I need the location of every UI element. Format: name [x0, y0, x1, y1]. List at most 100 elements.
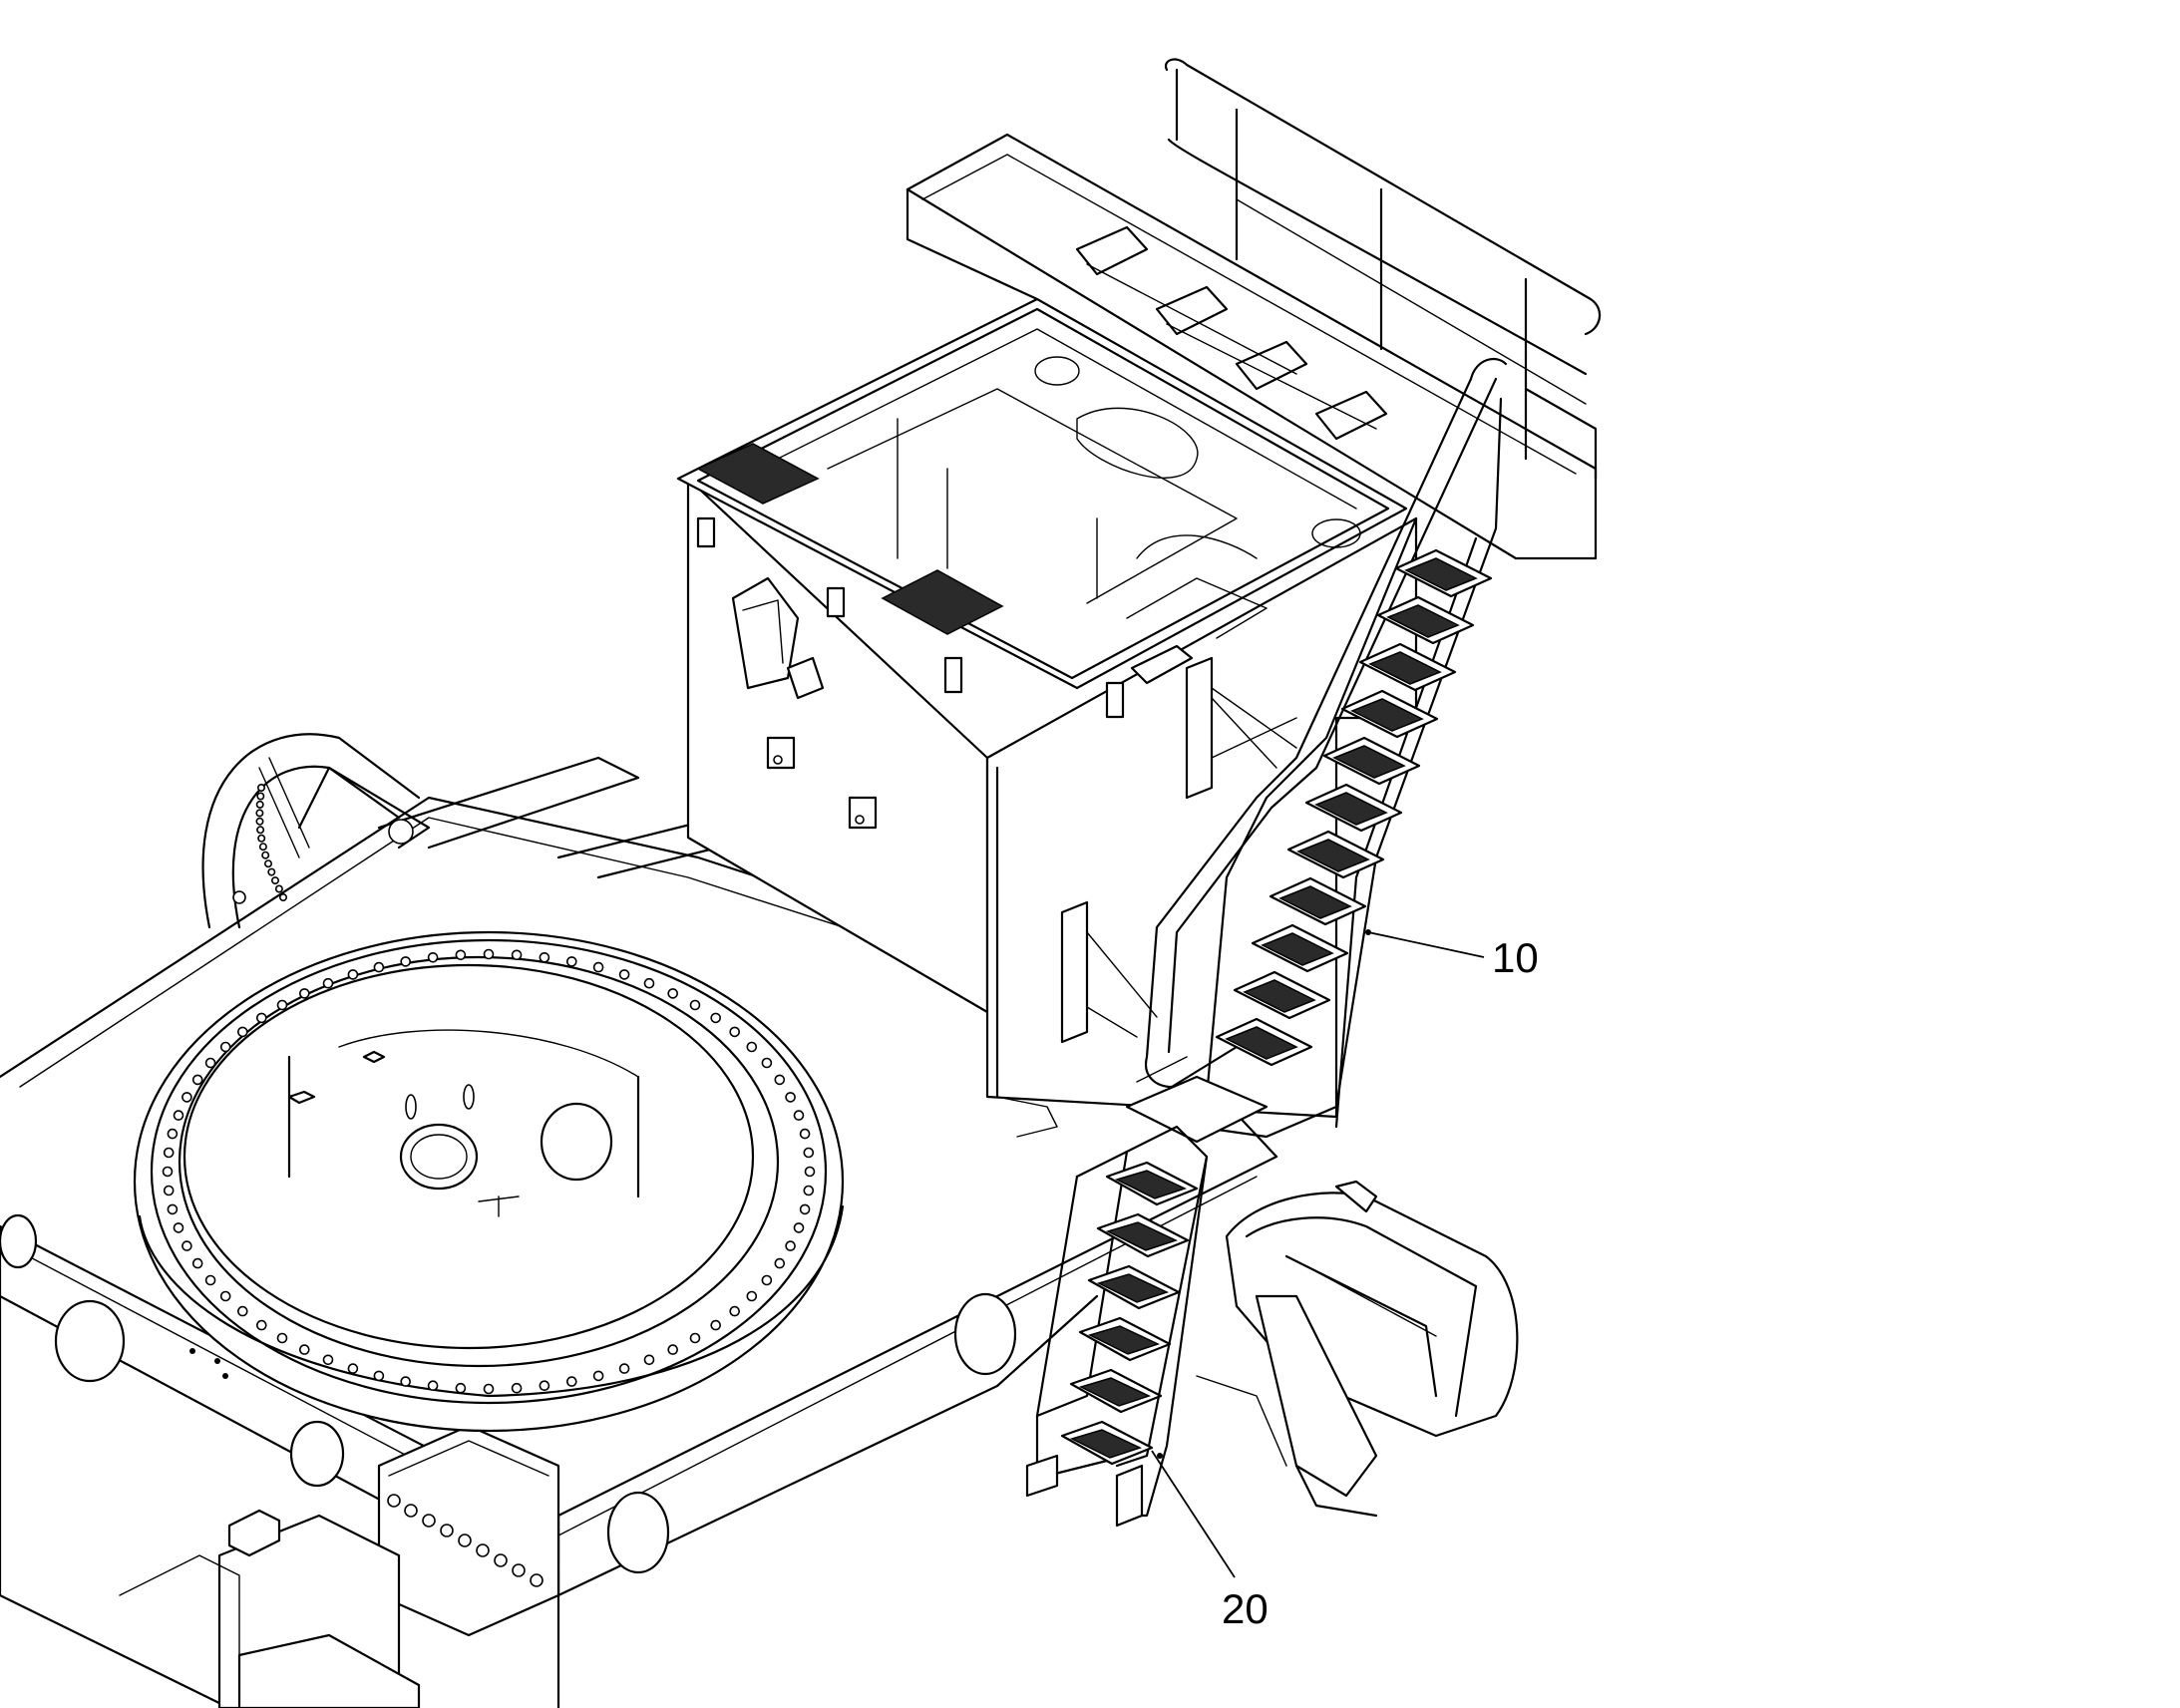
- ring-bolt-hole: [618, 969, 630, 980]
- callout-label-10: 10: [1492, 934, 1539, 981]
- ring-bolt-hole: [483, 1383, 495, 1395]
- leader-line-20: [1151, 1450, 1236, 1578]
- ring-bolt-hole: [322, 1354, 334, 1366]
- stair-tread: [1215, 1017, 1313, 1067]
- ring-bolt-hole: [667, 988, 679, 999]
- ring-bolt-hole: [255, 1012, 267, 1024]
- arch-bolts: [255, 783, 287, 901]
- arch-bolt: [278, 892, 287, 901]
- ring-bolt-hole: [761, 1274, 773, 1286]
- ring-bolt-hole: [618, 1363, 630, 1374]
- stair-tread: [1078, 1316, 1172, 1362]
- ring-bolt-hole: [373, 961, 385, 973]
- stair-tread: [1376, 595, 1475, 645]
- arch-bolt: [256, 826, 265, 835]
- ring-bolt-hole: [163, 1185, 175, 1196]
- ring-bolt-hole: [373, 1370, 385, 1382]
- ring-bolt-hole: [182, 1240, 192, 1251]
- stair-tread: [1394, 548, 1493, 598]
- stair-tread: [1060, 1420, 1154, 1466]
- arch-bolt: [258, 843, 267, 852]
- arch-bolt: [255, 809, 264, 818]
- ring-bolt-hole: [799, 1128, 811, 1140]
- coupling-block: [119, 1424, 560, 1708]
- ring-bolt-hole: [219, 1041, 231, 1053]
- ring-bolt-hole: [219, 1290, 231, 1302]
- ring-bolt-hole: [511, 949, 523, 961]
- ring-bolt-hole: [204, 1057, 216, 1069]
- arch-bolt: [267, 867, 276, 876]
- ring-bolt-hole: [347, 969, 359, 980]
- ring-bolt-hole: [163, 1147, 175, 1159]
- stair-lower: [1025, 1125, 1209, 1528]
- ring-bolt-hole: [774, 1074, 786, 1086]
- stair-tread: [1233, 970, 1331, 1020]
- stair-tread: [1251, 923, 1349, 973]
- ring-bolt-hole: [539, 951, 550, 963]
- ring-bolt-hole: [182, 1092, 192, 1103]
- arch-bolt: [256, 792, 265, 801]
- stair-tread: [1269, 876, 1367, 926]
- ring-bolt-hole: [255, 1319, 267, 1331]
- ring-bolt-hole: [400, 1376, 412, 1387]
- ring-bolt-hole: [173, 1222, 184, 1233]
- ring-bolt-hole: [237, 1305, 248, 1317]
- ring-bolt-hole: [276, 999, 288, 1011]
- stair-upper-treads: [1215, 548, 1493, 1067]
- ring-bolt-hole: [793, 1222, 805, 1233]
- rear-arch: [201, 733, 760, 929]
- ring-bolt-hole: [237, 1026, 248, 1038]
- arch-bolt: [263, 859, 272, 868]
- ring-bolt-hole: [539, 1380, 550, 1391]
- ring-bolt-hole: [427, 951, 439, 963]
- ring-bolt-hole: [729, 1305, 741, 1317]
- ring-bolt-hole: [298, 988, 310, 999]
- ring-bolt-hole: [785, 1240, 796, 1251]
- ring-bolt-hole: [785, 1092, 796, 1103]
- ring-bolt-hole: [483, 948, 495, 960]
- ring-bolt-hole: [191, 1074, 203, 1086]
- ring-bolt-hole: [592, 961, 604, 973]
- ring-bolt-hole: [746, 1041, 758, 1053]
- ring-bolt-hole: [643, 977, 655, 989]
- front-beam: [1196, 1180, 1519, 1518]
- stair-tread: [1340, 689, 1439, 739]
- ring-bolt-hole: [511, 1382, 523, 1394]
- arch-bolt: [255, 800, 264, 809]
- stair-tread: [1087, 1264, 1181, 1310]
- ring-bolt-hole: [427, 1380, 439, 1391]
- ring-bolt-hole: [793, 1110, 805, 1121]
- ring-bolt-hole: [804, 1166, 816, 1178]
- ring-bolt-hole: [667, 1344, 679, 1355]
- ring-bolt-hole: [191, 1257, 203, 1269]
- ring-bolt-hole: [400, 956, 412, 967]
- ring-bolt-hole: [710, 1319, 722, 1331]
- ring-bolt-hole: [710, 1012, 722, 1024]
- ring-bolt-hole: [761, 1057, 773, 1069]
- ring-bolt-hole: [455, 1382, 467, 1394]
- ring-bolt-hole: [803, 1185, 815, 1196]
- ring-bolt-hole: [565, 1376, 577, 1387]
- ring-bolt-hole: [455, 949, 467, 961]
- stair-tread: [1286, 830, 1385, 879]
- ring-bolt-hole: [204, 1274, 216, 1286]
- callout-20: 20: [1151, 1450, 1269, 1632]
- vent-grate-right: [881, 569, 1004, 635]
- ring-bolt-hole: [173, 1110, 184, 1121]
- ring-bolt-hole: [729, 1026, 741, 1038]
- stair-tread: [1105, 1161, 1199, 1206]
- ring-bolt-hole: [347, 1363, 359, 1374]
- ring-bolt-hole: [643, 1354, 655, 1366]
- stair-tread: [1096, 1212, 1190, 1258]
- ring-bolt-hole: [799, 1203, 811, 1215]
- arch-bolt: [274, 884, 283, 893]
- arch-bolt: [261, 851, 270, 859]
- ring-bolt-hole: [298, 1344, 310, 1355]
- arch-bolt: [256, 783, 265, 792]
- yaw-bearing-ring: [133, 930, 845, 1433]
- stair-tread: [1358, 642, 1457, 692]
- ring-bolt-hole: [322, 977, 334, 989]
- stair-tread: [1069, 1368, 1163, 1414]
- control-cabinet: [676, 297, 1418, 1138]
